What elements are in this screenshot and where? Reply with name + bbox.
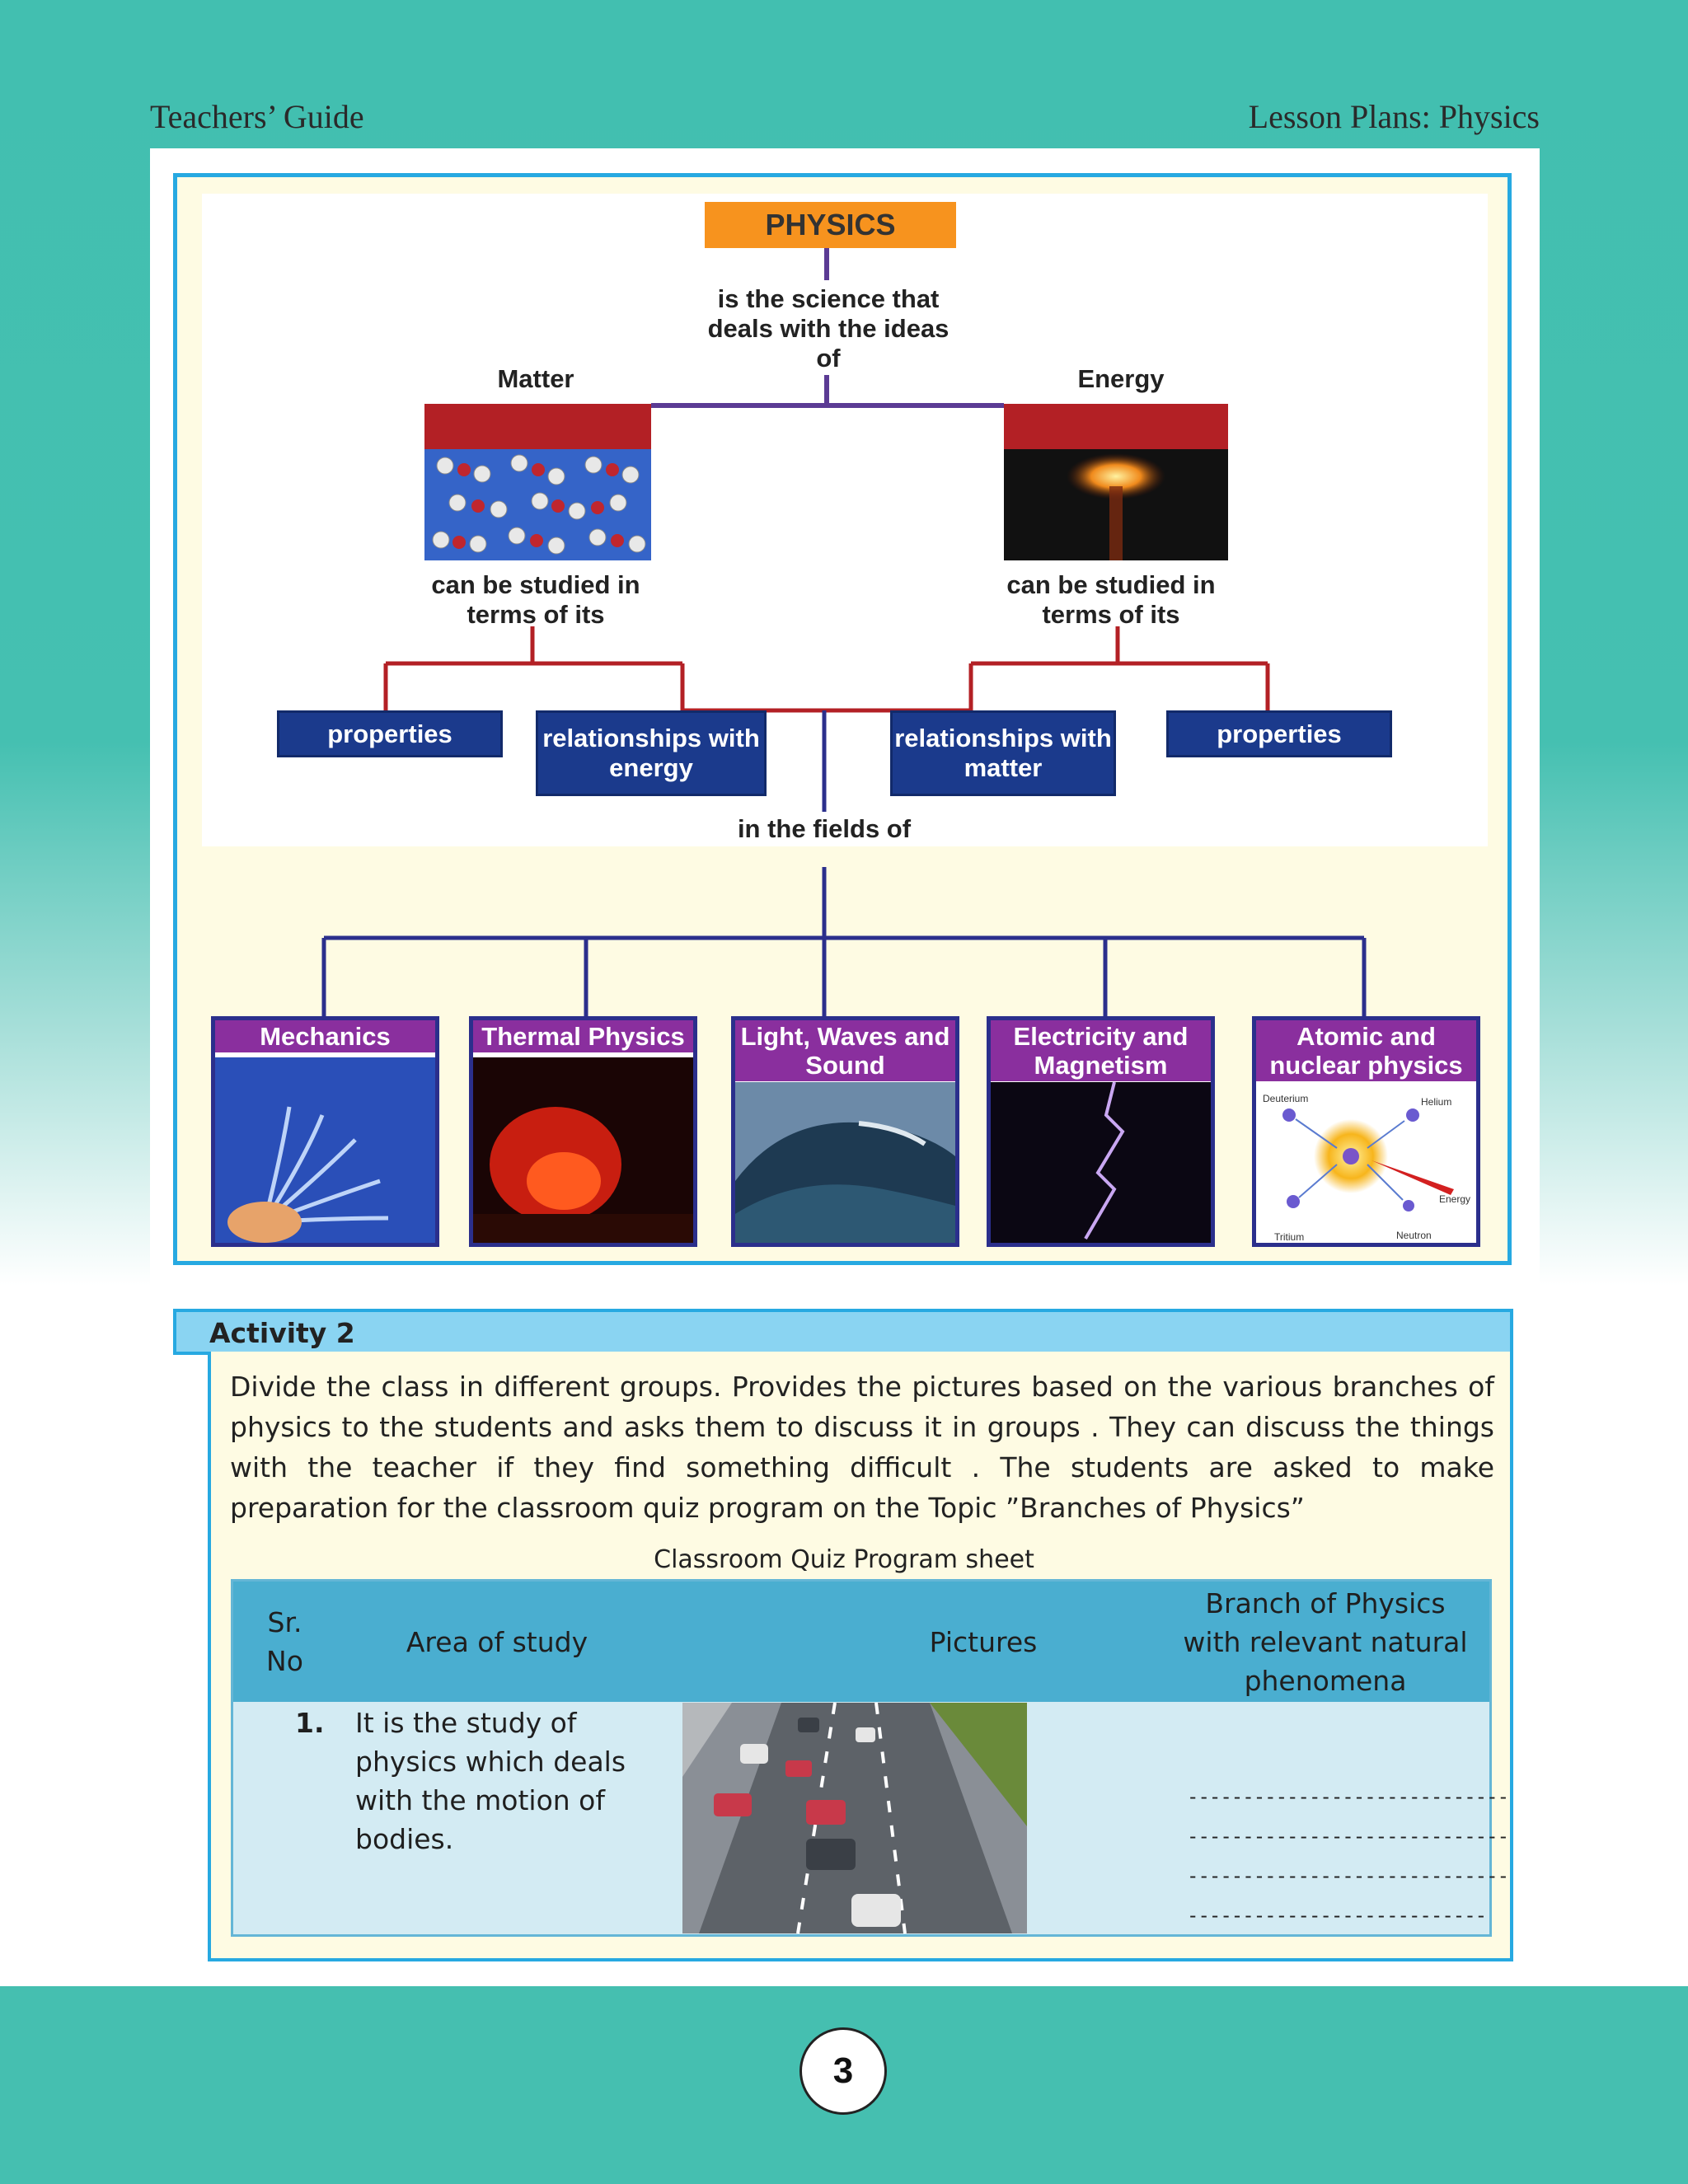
- answer-blank-2[interactable]: -----------------------------: [1187, 1825, 1508, 1848]
- field-thermal-label: Thermal Physics: [473, 1020, 693, 1052]
- field-thermal-physics: Thermal Physics: [469, 1016, 697, 1247]
- row1-sr: 1.: [295, 1704, 325, 1742]
- neutron-label: Neutron: [1396, 1230, 1432, 1241]
- energy-small-label: Energy: [1439, 1193, 1470, 1205]
- field-light-waves-sound: Light, Waves and Sound: [731, 1016, 959, 1247]
- answer-blank-4[interactable]: ---------------------------: [1187, 1904, 1486, 1927]
- fields-of-text: in the fields of: [701, 814, 948, 844]
- quiz-sheet-caption: Classroom Quiz Program sheet: [0, 1545, 1688, 1574]
- studied-right-text: can be studied in terms of its: [987, 570, 1235, 630]
- answer-blank-1[interactable]: -----------------------------: [1187, 1785, 1508, 1808]
- tritium-label: Tritium: [1274, 1231, 1304, 1243]
- fusion-diagram-image: [1256, 1086, 1476, 1243]
- row1-area: It is the study of physics which deals w…: [355, 1704, 627, 1858]
- properties-matter-box: properties: [277, 710, 503, 757]
- field-electricity-magnetism: Electricity and Magnetism: [987, 1016, 1215, 1247]
- col-header-area-of-study: Area of study: [357, 1623, 637, 1661]
- relationships-matter-box: relationships with matter: [890, 710, 1116, 796]
- physics-root-box: PHYSICS: [705, 202, 956, 248]
- col-header-sr-no: Sr. No: [254, 1603, 316, 1680]
- mechanics-image: [215, 1057, 435, 1243]
- energy-label: Energy: [1047, 364, 1195, 394]
- helium-label: Helium: [1421, 1096, 1451, 1108]
- activity-instructions: Divide the class in different groups. Pr…: [230, 1366, 1494, 1528]
- field-light-label: Light, Waves and Sound: [735, 1020, 955, 1081]
- answer-blank-3[interactable]: -----------------------------: [1187, 1864, 1508, 1887]
- matter-label: Matter: [462, 364, 610, 394]
- relationships-energy-box: relationships with energy: [536, 710, 767, 796]
- lava-image: [473, 1057, 693, 1243]
- field-atomic-label: Atomic and nuclear physics: [1256, 1020, 1476, 1081]
- col-header-pictures: Pictures: [917, 1623, 1049, 1661]
- field-atomic-nuclear: Atomic and nuclear physics Deuterium Hel…: [1252, 1016, 1480, 1247]
- studied-left-text: can be studied in terms of its: [412, 570, 659, 630]
- page-number: 3: [799, 2027, 887, 2115]
- field-mechanics-label: Mechanics: [215, 1020, 435, 1052]
- col-header-branch: Branch of Physics with relevant natural …: [1173, 1584, 1478, 1700]
- field-mechanics: Mechanics: [211, 1016, 439, 1247]
- highway-cars-image: [682, 1703, 1027, 1933]
- activity-header: Activity 2: [173, 1309, 1513, 1355]
- energy-explosion-image: [1004, 404, 1228, 560]
- lightning-image: [991, 1082, 1211, 1243]
- root-description: is the science that deals with the ideas…: [701, 284, 956, 373]
- properties-energy-box: properties: [1166, 710, 1392, 757]
- matter-molecules-image: [424, 404, 651, 560]
- activity-title: Activity 2: [209, 1317, 355, 1349]
- deuterium-label: Deuterium: [1263, 1093, 1308, 1104]
- field-electricity-label: Electricity and Magnetism: [991, 1020, 1211, 1081]
- wave-image: [735, 1082, 955, 1243]
